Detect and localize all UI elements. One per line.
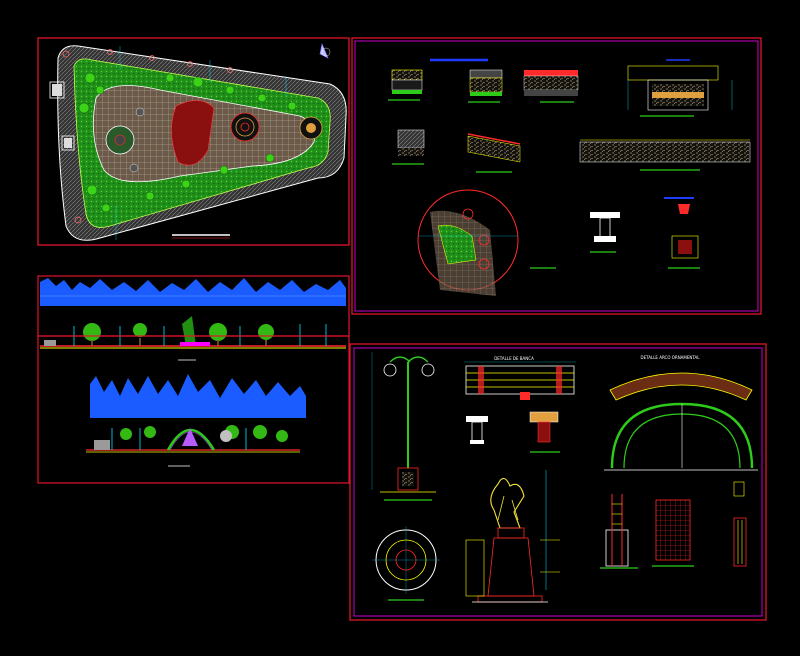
foundation-section-detail bbox=[627, 65, 733, 117]
post-elevation-detail bbox=[664, 197, 700, 269]
site-plan-panel bbox=[37, 37, 350, 246]
site-trees bbox=[78, 72, 297, 213]
site-lamps bbox=[62, 49, 233, 224]
ornamental-arch-detail bbox=[604, 372, 758, 471]
magnified-plan-detail bbox=[417, 189, 556, 296]
ramp-section-detail bbox=[467, 133, 521, 173]
grid-panel-detail bbox=[652, 499, 694, 567]
north-arrow-icon bbox=[319, 42, 331, 59]
column-rebar-detail bbox=[600, 494, 638, 569]
statue-icon bbox=[465, 470, 560, 603]
streetlamp-icon bbox=[371, 352, 436, 501]
curb-section-detail bbox=[468, 69, 503, 103]
site-kiosks bbox=[49, 81, 75, 151]
wall-section-detail bbox=[392, 129, 425, 165]
bench-detail bbox=[464, 361, 576, 395]
long-wall-elevation bbox=[579, 139, 751, 171]
fountain-plan-detail bbox=[372, 526, 440, 601]
bench-detail-title: DETALLE DE BANCA bbox=[494, 356, 534, 361]
elevation-a-trees bbox=[83, 323, 274, 341]
paving-section-detail bbox=[388, 69, 423, 101]
plaza-circles bbox=[105, 107, 323, 173]
site-callouts bbox=[115, 46, 287, 240]
arch-detail-title: DETALLE ARCO ORNAMENTAL bbox=[641, 355, 701, 360]
construction-details-panel bbox=[351, 37, 762, 315]
tile-section-detail bbox=[523, 70, 579, 103]
elevation-a-panel bbox=[37, 275, 350, 361]
pedestal-detail bbox=[590, 212, 620, 253]
footing-section-detail bbox=[733, 481, 747, 567]
elevation-b-panel bbox=[37, 335, 350, 484]
bench-side-detail bbox=[466, 392, 560, 453]
furniture-details-panel: DETALLE DE BANCA DETALLE ARCO ORNAMENTAL bbox=[349, 343, 767, 621]
